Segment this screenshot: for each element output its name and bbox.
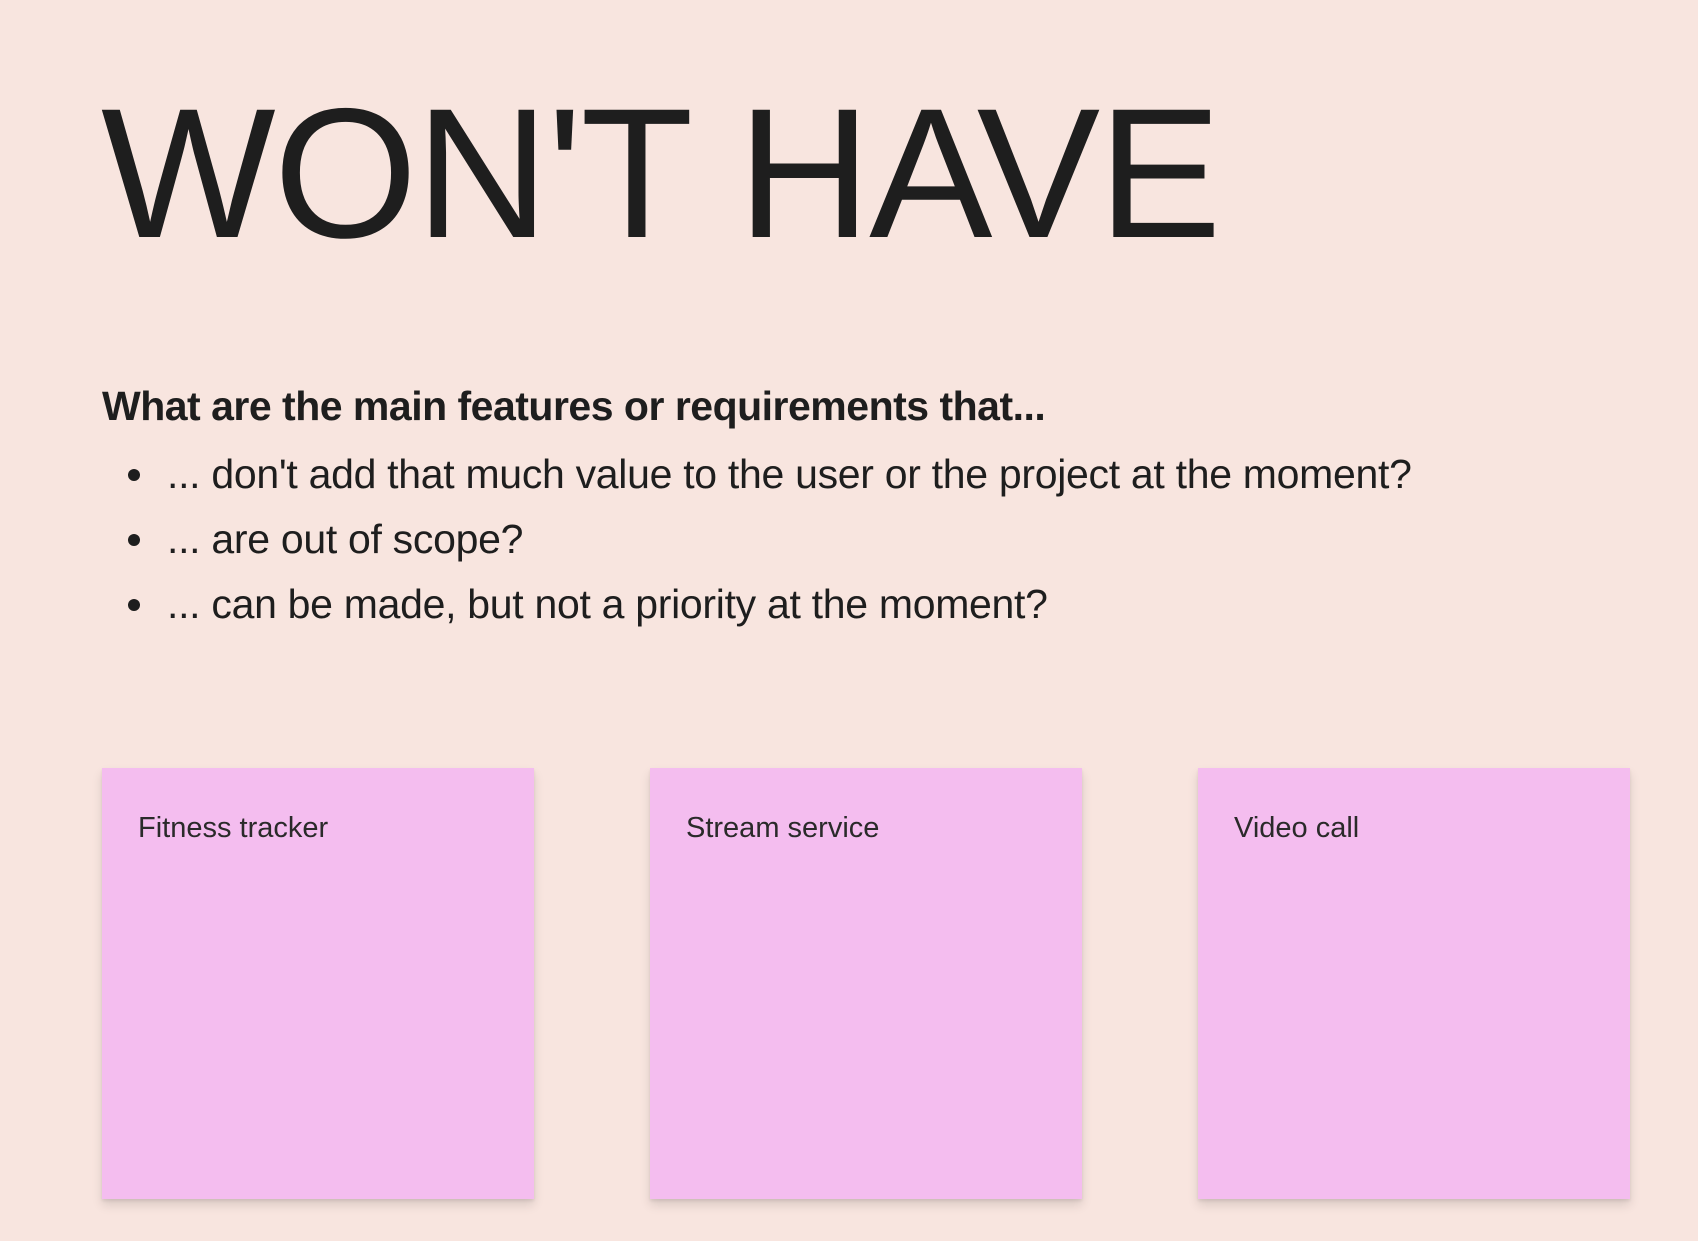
bullet-icon	[128, 469, 140, 481]
sticky-note-stream-service[interactable]: Stream service	[650, 768, 1082, 1199]
bullet-icon	[128, 534, 140, 546]
prompt-item-text: ... don't add that much value to the use…	[167, 451, 1412, 497]
bullet-icon	[128, 599, 140, 611]
prompt-list-item: ... don't add that much value to the use…	[102, 442, 1662, 507]
sticky-note-text: Fitness tracker	[138, 812, 329, 844]
sticky-note-text: Video call	[1234, 812, 1360, 844]
prompt-item-text: ... are out of scope?	[167, 516, 524, 562]
section-title[interactable]: WON'T HAVE	[101, 71, 1222, 277]
sticky-note-video-call[interactable]: Video call	[1198, 768, 1630, 1199]
sticky-note-text: Stream service	[686, 812, 880, 844]
prompt-item-text: ... can be made, but not a priority at t…	[167, 581, 1048, 627]
prompt-text-block[interactable]: What are the main features or requiremen…	[102, 378, 1662, 637]
prompt-list: ... don't add that much value to the use…	[102, 442, 1662, 637]
prompt-heading: What are the main features or requiremen…	[102, 383, 1046, 429]
prompt-list-item: ... are out of scope?	[102, 507, 1662, 572]
sticky-note-fitness-tracker[interactable]: Fitness tracker	[102, 768, 534, 1199]
prompt-list-item: ... can be made, but not a priority at t…	[102, 572, 1662, 637]
